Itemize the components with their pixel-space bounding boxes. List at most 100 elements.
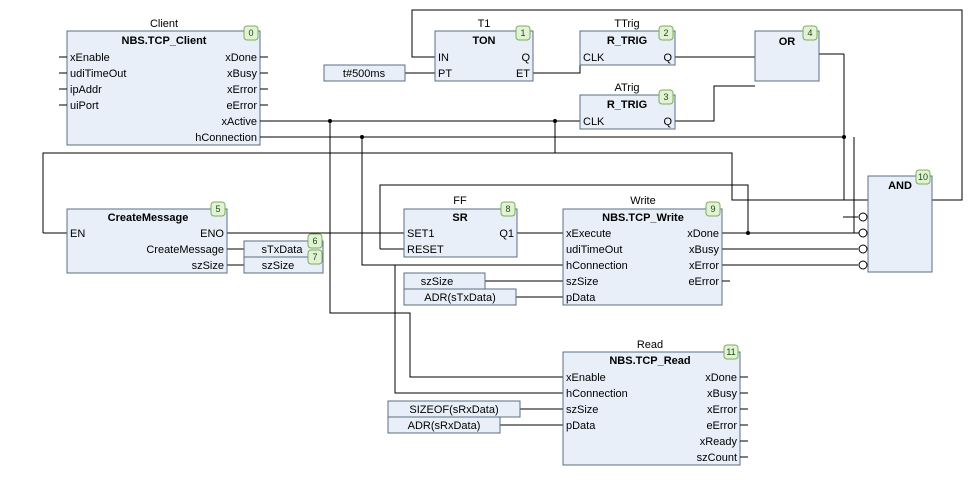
input-set1: SET1 — [407, 228, 435, 240]
block-client[interactable]: Client NBS.TCP_Client 0 xEnable udiTimeO… — [59, 18, 268, 146]
input-reset: RESET — [407, 244, 444, 256]
svg-text:11: 11 — [726, 347, 735, 357]
junction-dot — [360, 135, 364, 139]
negation-circle — [858, 244, 868, 254]
variable-szsize-in[interactable]: szSize — [403, 272, 486, 290]
input-en: EN — [70, 228, 85, 240]
input-hconnection: hConnection — [566, 388, 628, 400]
input-pdata: pData — [566, 420, 596, 432]
block-type: NBS.TCP_Write — [602, 212, 684, 224]
instance-name: Client — [150, 18, 178, 30]
output-szsize: szSize — [192, 260, 224, 272]
output-szcount: szCount — [697, 452, 737, 464]
instance-name: Write — [630, 195, 655, 207]
literal-adr-stxdata[interactable]: ADR(sTxData) — [403, 288, 517, 306]
output-eerror: eError — [688, 276, 719, 288]
svg-text:szSize: szSize — [421, 276, 453, 288]
output-hconnection: hConnection — [195, 132, 257, 144]
input-szsize: szSize — [566, 404, 598, 416]
block-body — [66, 208, 228, 274]
svg-text:10: 10 — [918, 172, 928, 182]
block-type: TON — [472, 35, 495, 47]
block-number-badge: 3 — [658, 89, 674, 105]
svg-text:9: 9 — [710, 204, 715, 214]
block-t1[interactable]: T1 TON 1 IN PT Q ET — [434, 18, 534, 82]
output-createmessage: CreateMessage — [146, 244, 224, 256]
svg-text:SIZEOF(sRxData): SIZEOF(sRxData) — [409, 404, 498, 416]
output-q: Q — [663, 52, 672, 64]
input-uditimeout: udiTimeOut — [566, 244, 622, 256]
instance-name: TTrig — [614, 18, 639, 30]
junctions — [328, 119, 846, 235]
negation-circle — [858, 228, 868, 238]
output-xerror: xError — [689, 260, 719, 272]
block-type: OR — [779, 36, 796, 48]
output-xdone: xDone — [225, 52, 257, 64]
block-number-badge: 1 — [515, 25, 531, 41]
block-body — [867, 175, 933, 273]
input-xexecute: xExecute — [566, 228, 611, 240]
literal-adr-srxdata[interactable]: ADR(sRxData) — [387, 416, 501, 434]
svg-text:4: 4 — [807, 28, 812, 38]
block-body — [403, 208, 518, 258]
variable-szsize-out[interactable]: szSize 7 — [243, 249, 324, 274]
input-clk: CLK — [583, 52, 605, 64]
block-or[interactable]: OR 4 — [754, 25, 820, 82]
negation-circle — [858, 212, 868, 222]
svg-text:2: 2 — [663, 28, 668, 38]
block-type: R_TRIG — [607, 35, 647, 47]
svg-text:7: 7 — [312, 252, 317, 262]
output-xdone: xDone — [687, 228, 719, 240]
literal-t500ms[interactable]: t#500ms — [323, 64, 406, 82]
input-ipaddr: ipAddr — [70, 84, 102, 96]
output-xdone: xDone — [705, 372, 737, 384]
block-number-badge: 7 — [307, 249, 323, 265]
block-type: SR — [452, 212, 467, 224]
block-read[interactable]: Read NBS.TCP_Read 11 xEnable hConnection… — [562, 339, 748, 466]
svg-text:sTxData: sTxData — [262, 244, 304, 256]
instance-name: ATrig — [614, 82, 639, 94]
junction-dot — [842, 135, 846, 139]
block-createmessage[interactable]: CreateMessage 5 EN ENO CreateMessage szS… — [66, 201, 228, 274]
block-atrig[interactable]: ATrig R_TRIG 3 CLK Q — [579, 82, 676, 130]
block-number-badge: 6 — [307, 233, 323, 249]
instance-name: FF — [453, 195, 467, 207]
wires — [42, 9, 963, 426]
block-body — [66, 30, 261, 146]
block-type: NBS.TCP_Client — [122, 35, 207, 47]
input-hconnection: hConnection — [566, 260, 628, 272]
svg-text:ADR(sTxData): ADR(sTxData) — [424, 292, 496, 304]
block-number-badge: 8 — [500, 201, 516, 217]
output-xbusy: xBusy — [689, 244, 719, 256]
block-and[interactable]: AND 10 — [858, 169, 933, 273]
svg-text:0: 0 — [248, 28, 253, 38]
block-ttrig[interactable]: TTrig R_TRIG 2 CLK Q — [579, 18, 676, 66]
junction-dot — [328, 119, 332, 123]
negation-circle — [858, 260, 868, 270]
svg-text:6: 6 — [312, 236, 317, 246]
input-xenable: xEnable — [70, 52, 110, 64]
output-eerror: eError — [706, 420, 737, 432]
svg-text:1: 1 — [520, 28, 525, 38]
instance-name: T1 — [478, 18, 491, 30]
input-xenable: xEnable — [566, 372, 606, 384]
svg-text:t#500ms: t#500ms — [343, 68, 386, 80]
block-type: CreateMessage — [108, 212, 189, 224]
block-write[interactable]: Write NBS.TCP_Write 9 xExecute udiTimeOu… — [562, 195, 730, 306]
svg-text:ADR(sRxData): ADR(sRxData) — [408, 420, 481, 432]
literal-sizeof-srxdata[interactable]: SIZEOF(sRxData) — [387, 400, 521, 418]
block-body — [562, 351, 741, 466]
output-xbusy: xBusy — [707, 388, 737, 400]
block-number-badge: 0 — [243, 25, 259, 41]
svg-text:szSize: szSize — [262, 260, 294, 272]
block-ff[interactable]: FF SR 8 SET1 RESET Q1 — [403, 195, 518, 258]
output-xready: xReady — [700, 436, 738, 448]
variable-stxdata[interactable]: sTxData 6 — [243, 233, 324, 258]
block-number-badge: 4 — [802, 25, 818, 41]
junction-dot — [746, 231, 750, 235]
block-type: NBS.TCP_Read — [609, 355, 690, 367]
input-uditimeout: udiTimeOut — [70, 68, 126, 80]
input-uiport: uiPort — [70, 100, 99, 112]
junction-dot — [553, 119, 557, 123]
